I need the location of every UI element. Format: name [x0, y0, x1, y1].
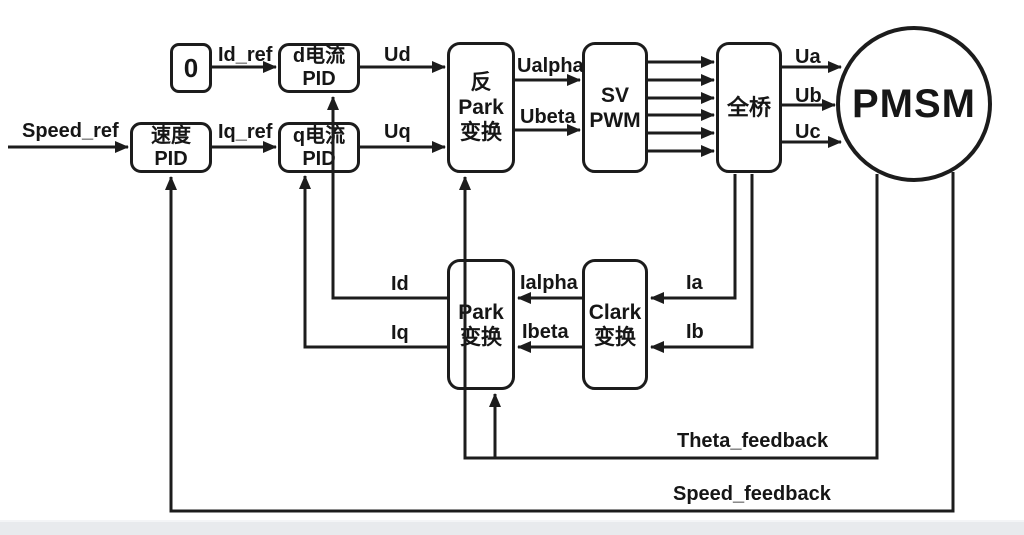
block-pmsm-label: PMSM: [852, 81, 976, 126]
label-speed-feedback: Speed_feedback: [673, 483, 831, 505]
wire-theta-feedback: [459, 174, 879, 460]
block-inverse-park-label: 反 Park 变换: [458, 71, 504, 144]
label-uc: Uc: [795, 121, 821, 143]
block-speed-pid: 速度 PID: [130, 122, 212, 173]
block-park-label: Park 变换: [458, 300, 504, 349]
label-ua: Ua: [795, 46, 821, 68]
label-iq-ref: Iq_ref: [218, 121, 273, 143]
block-svpwm-label: SV PWM: [589, 83, 641, 132]
bottom-bar: [0, 520, 1024, 535]
block-q-current-pid: q电流 PID: [278, 122, 360, 173]
label-ib: Ib: [686, 321, 704, 343]
block-zero-reference: 0: [170, 43, 212, 93]
block-park-transform: Park 变换: [447, 259, 515, 390]
block-q-current-pid-label: q电流 PID: [292, 124, 346, 170]
block-inverse-park-transform: 反 Park 变换: [447, 42, 515, 173]
label-theta-feedback: Theta_feedback: [677, 430, 829, 452]
block-zero-label: 0: [183, 52, 199, 83]
block-d-current-pid-label: d电流 PID: [292, 45, 346, 90]
label-ub: Ub: [795, 85, 822, 107]
label-id-ref: Id_ref: [218, 44, 273, 66]
wire-iq-feedback: [299, 175, 447, 349]
block-full-bridge-label: 全桥: [726, 95, 771, 120]
block-clark-transform: Clark 变换: [582, 259, 648, 390]
block-speed-pid-label: 速度 PID: [151, 124, 191, 170]
block-pmsm-motor: PMSM: [836, 26, 992, 182]
label-speed-ref: Speed_ref: [22, 120, 119, 142]
label-ud: Ud: [384, 44, 411, 66]
block-full-bridge: 全桥: [716, 42, 782, 173]
block-clark-label: Clark 变换: [588, 300, 642, 349]
label-id-feedback: Id: [391, 273, 409, 295]
label-iq-feedback: Iq: [391, 322, 409, 344]
label-ualpha: Ualpha: [517, 55, 584, 77]
block-svpwm: SV PWM: [582, 42, 648, 173]
label-ia: Ia: [686, 272, 703, 294]
label-ubeta: Ubeta: [520, 106, 576, 128]
label-ibeta: Ibeta: [522, 321, 569, 343]
label-uq: Uq: [384, 121, 411, 143]
label-ialpha: Ialpha: [520, 272, 578, 294]
block-d-current-pid: d电流 PID: [278, 43, 360, 93]
